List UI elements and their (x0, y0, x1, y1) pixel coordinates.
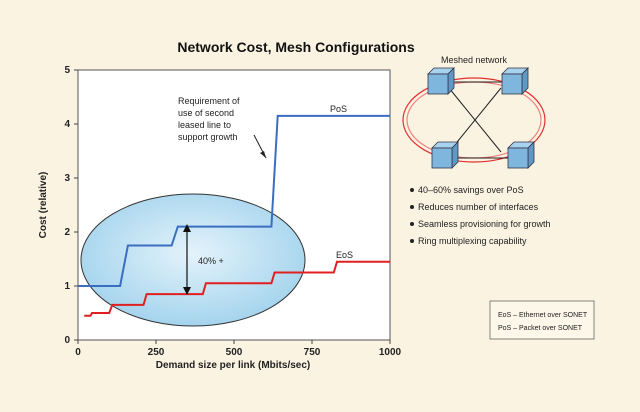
series-lines (78, 114, 390, 317)
bullet-dot (410, 222, 414, 226)
x-tick-label: 0 (75, 347, 81, 358)
series-line-eos (84, 260, 390, 317)
bullet-dot (410, 188, 414, 192)
legend-line-eos: EoS – Ethernet over SONET (498, 312, 588, 319)
bullet-dot (410, 239, 414, 243)
node-bottom-left (431, 141, 459, 169)
legend-line-pos: PoS – Packet over SONET (498, 325, 583, 332)
x-tick-label: 500 (226, 347, 243, 358)
x-tick-label: 750 (304, 347, 321, 358)
savings-label: 40% + (198, 256, 224, 266)
note-arrowhead (260, 151, 266, 158)
benefit-bullets: 40–60% savings over PoS Reduces number o… (410, 185, 551, 246)
savings-arrowhead-top (183, 224, 191, 232)
node-bottom-right (507, 141, 535, 169)
x-tick-label: 1000 (379, 347, 402, 358)
savings-arrowhead-bottom (183, 287, 191, 295)
meshed-network-diagram: Meshed network (402, 55, 546, 169)
x-axis-label: Demand size per link (Mbits/sec) (156, 360, 311, 371)
y-axis-label: Cost (relative) (38, 172, 49, 239)
savings-arrow: 40% + (183, 224, 224, 295)
bullet-item: 40–60% savings over PoS (418, 185, 524, 195)
inset-title: Meshed network (441, 55, 508, 65)
y-tick-label: 1 (64, 281, 70, 292)
note-line-1: Requirement of (178, 96, 240, 106)
legend: EoS – Ethernet over SONET PoS – Packet o… (489, 300, 595, 340)
y-tick-label: 5 (64, 65, 70, 76)
y-tick-label: 4 (64, 119, 70, 130)
legend-box (489, 300, 595, 340)
ring-outer (402, 77, 546, 163)
y-tick-label: 2 (64, 227, 70, 238)
note-line-2: use of second (178, 108, 234, 118)
axis-ticks: 0 250 500 750 1000 0 1 2 3 4 5 (64, 65, 401, 358)
node-top-right (501, 67, 529, 95)
series-line-pos (78, 114, 390, 287)
bullet-item: Reduces number of interfaces (418, 202, 539, 212)
annotation-note: Requirement of use of second leased line… (178, 96, 267, 159)
note-line-3: leased line to (178, 120, 231, 130)
y-tick-label: 3 (64, 173, 70, 184)
node-top-left (427, 67, 455, 95)
link-diagonal-2 (448, 87, 502, 153)
bullet-item: Ring multiplexing capability (418, 236, 527, 246)
note-line-4: support growth (178, 132, 238, 142)
bullet-dot (410, 205, 414, 209)
bullet-item: Seamless provisioning for growth (418, 219, 551, 229)
y-tick-label: 0 (64, 335, 70, 346)
series-label-pos: PoS (330, 104, 347, 114)
chart-title: Network Cost, Mesh Configurations (177, 39, 414, 55)
x-tick-label: 250 (148, 347, 165, 358)
series-label-eos: EoS (336, 250, 353, 260)
